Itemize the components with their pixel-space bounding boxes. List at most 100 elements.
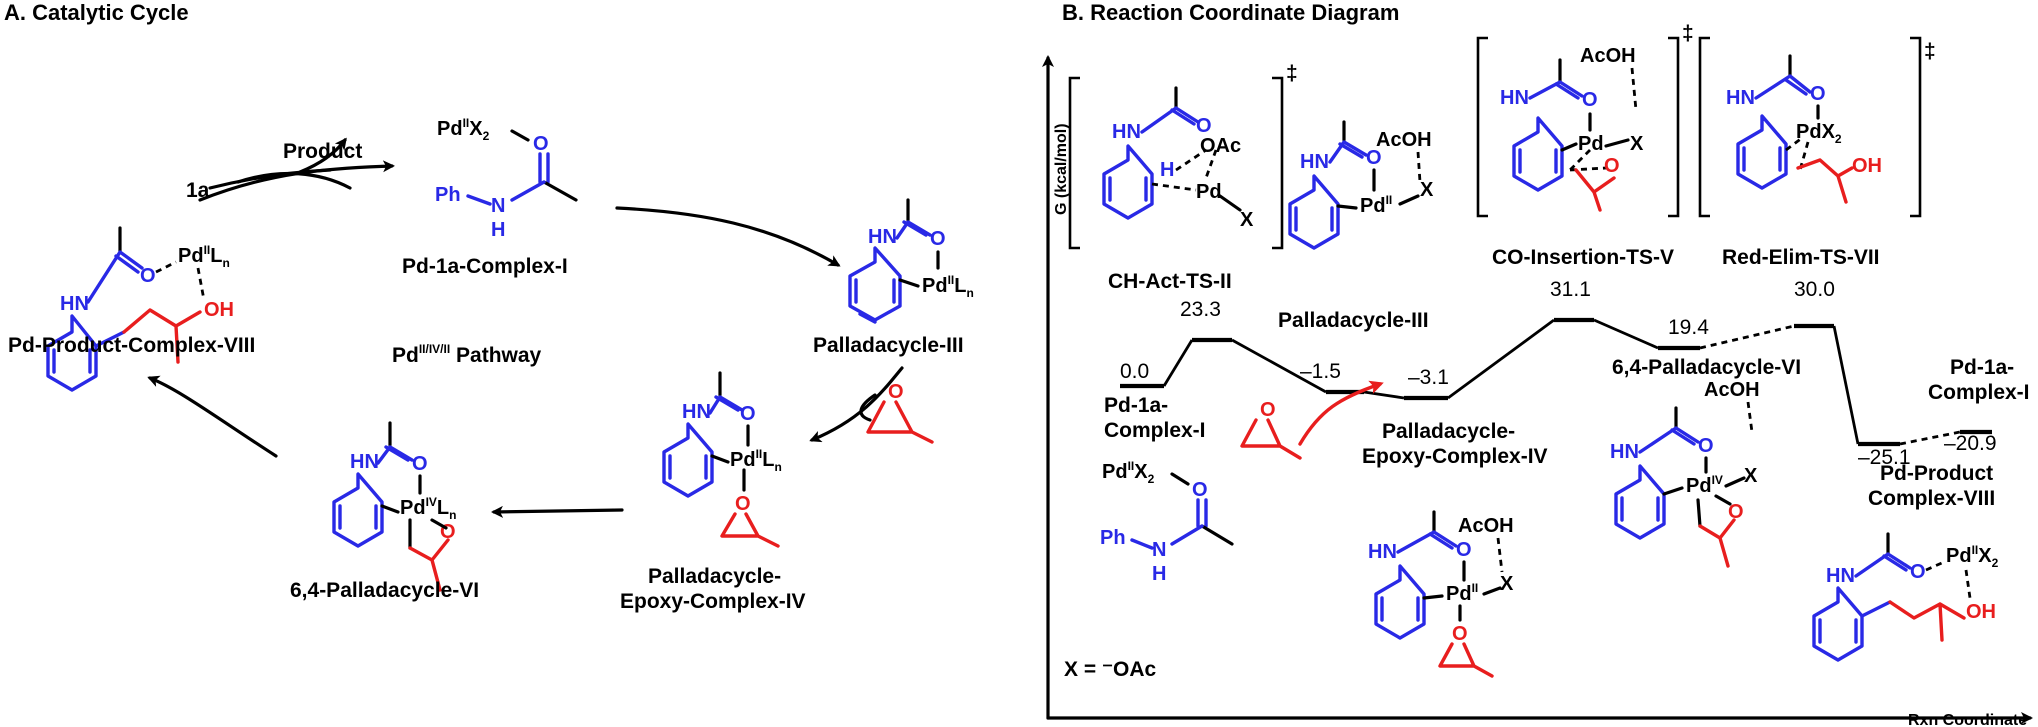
svg-text:HN: HN	[1112, 121, 1141, 143]
svg-text:X: X	[1500, 573, 1514, 595]
b-product-viii-structure: HN O PdIIX2 OH	[1812, 532, 1999, 662]
svg-text:PdIVLn: PdIVLn	[400, 495, 456, 522]
svg-text:O: O	[533, 133, 549, 155]
complex-i-label: Pd-1a-Complex-I	[402, 255, 568, 278]
svg-text:HN: HN	[1368, 541, 1397, 563]
b-final-l1: Pd-1a-	[1950, 356, 2014, 379]
b-pallada-vi: 6,4-Palladacycle-VI	[1612, 356, 1801, 379]
svg-text:O: O	[1582, 89, 1598, 111]
energy-e2: 23.3	[1180, 298, 1221, 321]
cycle-arrow-to-iv	[809, 366, 904, 443]
palladacycle-iii-label: Palladacycle-III	[813, 334, 964, 357]
ts-vii-structure: HN O PdX2 OH	[1726, 54, 1882, 204]
cycle-arrow-to-viii	[147, 375, 278, 458]
svg-text:Ph: Ph	[435, 184, 461, 206]
dagger-ts-vii: ‡	[1924, 40, 1936, 63]
svg-text:O: O	[740, 403, 756, 425]
epoxy-iv-label-2: Epoxy-Complex-IV	[620, 590, 806, 613]
svg-text:HN: HN	[1300, 151, 1329, 173]
b-complex-i-l2: Complex-I	[1104, 419, 1206, 442]
b-pallada-iii-structure: HN O PdII AcOH X	[1288, 120, 1434, 250]
product-release-arrow	[298, 137, 347, 174]
svg-text:PdIILn: PdIILn	[730, 447, 782, 474]
b-epoxy-iv-l1: Palladacycle-	[1382, 420, 1515, 443]
footnote: X = ⁻OAc	[1064, 658, 1157, 681]
ts-v-structure: HN O AcOH Pd X O	[1500, 45, 1644, 212]
svg-text:PdII: PdII	[1446, 581, 1478, 605]
svg-text:AcOH: AcOH	[1580, 45, 1636, 67]
svg-text:AcOH: AcOH	[1458, 515, 1514, 537]
svg-text:Pd: Pd	[1578, 133, 1604, 155]
svg-text:HN: HN	[350, 451, 379, 473]
svg-text:O: O	[1456, 539, 1472, 561]
b-pallada-vi-structure: HN O AcOH PdIV X O	[1610, 379, 1760, 568]
svg-text:H: H	[1160, 159, 1174, 181]
panel-b-title: B. Reaction Coordinate Diagram	[1062, 0, 1399, 25]
product-label: Product	[283, 140, 362, 163]
b-final-l2: Complex-I	[1928, 381, 2030, 404]
ts-vii-bracket	[1698, 36, 1922, 218]
svg-text:HN: HN	[1826, 565, 1855, 587]
ts-ii-bracket	[1068, 76, 1284, 250]
cycle-arrow-to-iii	[615, 206, 841, 267]
svg-text:O: O	[1810, 83, 1826, 105]
energy-e1: 0.0	[1120, 360, 1149, 383]
pathway-label: PdII/IV/II Pathway	[392, 342, 542, 367]
svg-text:Pd: Pd	[1196, 181, 1222, 203]
svg-text:HN: HN	[682, 401, 711, 423]
svg-text:X: X	[1420, 179, 1434, 201]
svg-text:O: O	[1260, 399, 1276, 421]
svg-text:N: N	[491, 195, 505, 217]
complex-i-structure: PdIIX2 O Ph N H	[435, 116, 578, 241]
palladacycle-iii-structure: HN O PdIILn	[848, 198, 974, 324]
svg-text:O: O	[930, 228, 946, 250]
b-ts-v: CO-Insertion-TS-V	[1492, 246, 1674, 269]
svg-text:O: O	[1366, 147, 1382, 169]
epoxy-iv-label-1: Palladacycle-	[648, 565, 781, 588]
dagger-ts-v: ‡	[1682, 22, 1694, 45]
svg-text:HN: HN	[1610, 441, 1639, 463]
product-viii-label: Pd-Product-Complex-VIII	[8, 334, 255, 357]
svg-text:OH: OH	[204, 299, 234, 321]
product-complex-viii-structure: HN O PdIILn OH	[46, 226, 234, 392]
energy-e8: –25.1	[1858, 446, 1911, 469]
b-ts-ii: CH-Act-TS-II	[1108, 270, 1232, 293]
svg-text:PdIIX2: PdIIX2	[1102, 459, 1155, 486]
svg-text:O: O	[735, 493, 751, 515]
epoxide-red-arrow	[1298, 380, 1384, 446]
svg-text:O: O	[1196, 115, 1212, 137]
svg-text:HN: HN	[868, 226, 897, 248]
b-complex-i-l1: Pd-1a-	[1104, 394, 1168, 417]
svg-text:O: O	[1452, 623, 1468, 645]
cycle-arrow-to-vi	[491, 505, 624, 518]
b-product-viii-l1: Pd-Product	[1880, 462, 1993, 485]
svg-text:O: O	[1910, 561, 1926, 583]
energy-e9: –20.9	[1944, 432, 1997, 455]
svg-text:PdIILn: PdIILn	[178, 243, 230, 270]
dagger-ts-ii: ‡	[1286, 62, 1298, 85]
ts-v-bracket	[1476, 36, 1680, 218]
svg-text:PdII: PdII	[1360, 193, 1392, 217]
svg-text:H: H	[491, 219, 505, 241]
svg-text:H: H	[1152, 563, 1166, 585]
svg-text:AcOH: AcOH	[1376, 129, 1432, 151]
x-axis-label: Rxn Coordinate	[1908, 712, 2027, 727]
b-epoxy-iv-structure: HN O AcOH PdII X O	[1368, 510, 1514, 678]
svg-text:HN: HN	[1500, 87, 1529, 109]
svg-text:OH: OH	[1852, 155, 1882, 177]
palladacycle-vi-structure: HN O PdIVLn O	[332, 421, 456, 592]
energy-e4: –3.1	[1408, 366, 1449, 389]
svg-text:PdIIX2: PdIIX2	[437, 116, 490, 143]
ts-ii-structure: HN O H OAc Pd X	[1102, 86, 1254, 231]
y-axis-label: G (kcal/mol)	[1053, 123, 1070, 215]
svg-text:O: O	[1192, 479, 1208, 501]
b-pallada-iii: Palladacycle-III	[1278, 309, 1429, 332]
epoxide-reagent-b: O	[1240, 399, 1302, 460]
energy-e3: –1.5	[1300, 360, 1341, 383]
reagent-1a-label: 1a	[186, 179, 210, 202]
svg-text:PdIIX2: PdIIX2	[1946, 543, 1999, 570]
svg-text:O: O	[1728, 501, 1744, 523]
product-out-curve	[236, 171, 352, 190]
b-product-viii-l2: Complex-VIII	[1868, 487, 1995, 510]
